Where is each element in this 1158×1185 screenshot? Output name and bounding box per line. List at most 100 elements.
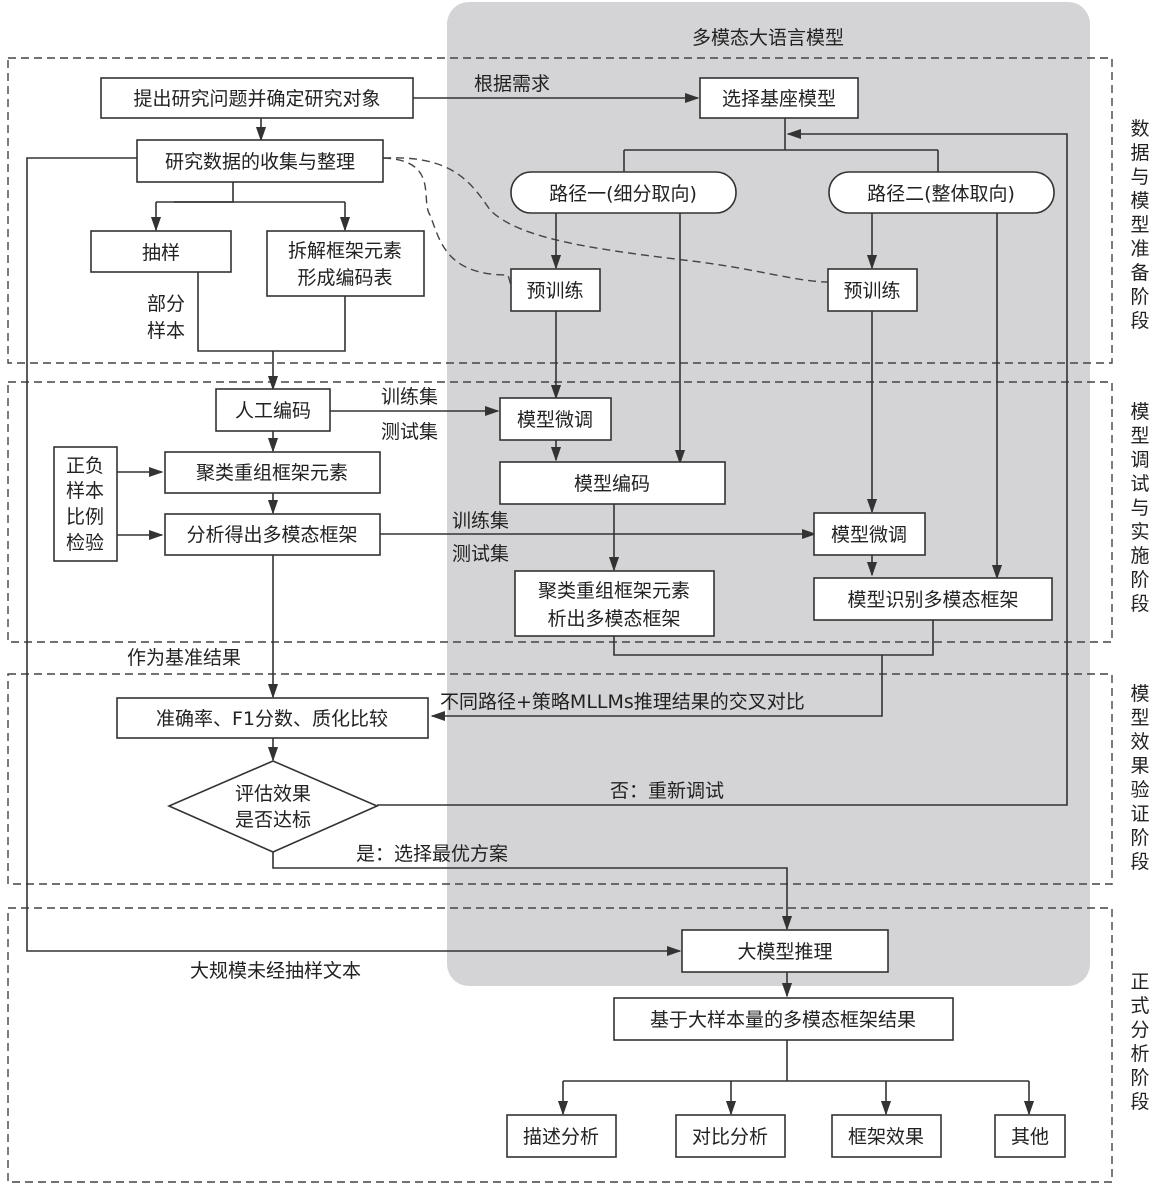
edge-decision-yes-to-inference	[272, 852, 793, 931]
node-model-cluster: 聚类重组框架元素 析出多模态框架	[514, 570, 715, 637]
stage-label-char: 模	[1130, 401, 1149, 423]
stage-label-char: 数	[1130, 118, 1149, 140]
node-pn-check: 正负 样本 比例 检验	[53, 446, 118, 562]
edge-collect-split	[174, 182, 234, 203]
node-propose: 提出研究问题并确定研究对象	[100, 77, 414, 119]
svg-text:研究数据的收集与整理: 研究数据的收集与整理	[165, 151, 355, 173]
svg-text:描述分析: 描述分析	[523, 1126, 599, 1148]
svg-text:分析得出多模态框架: 分析得出多模态框架	[186, 524, 357, 546]
edge-label-no-retune: 否：重新调试	[610, 780, 724, 802]
edge-cross-compare-to-metrics	[430, 655, 883, 722]
edge-label-partial-sample-2: 样本	[147, 320, 185, 342]
node-select-base: 选择基座模型	[699, 77, 859, 119]
stage-label-char: 施	[1130, 545, 1149, 567]
stage-label-char: 效	[1130, 731, 1149, 753]
node-inference: 大模型推理	[681, 929, 889, 973]
edge-label-by-demand: 根据需求	[474, 73, 550, 95]
mllm-region	[447, 2, 1090, 986]
stage-label-char: 型	[1130, 425, 1149, 447]
node-path2: 路径二(整体取向)	[828, 171, 1055, 214]
stage-label-char: 准	[1130, 238, 1149, 260]
edge-label-large-unsampled: 大规模未经抽样文本	[190, 960, 361, 982]
edge-label-as-baseline: 作为基准结果	[127, 647, 241, 669]
svg-text:路径二(整体取向): 路径二(整体取向)	[867, 183, 1015, 205]
svg-text:评估效果: 评估效果	[235, 783, 311, 805]
node-metrics: 准确率、F1分数、质化比较	[116, 697, 429, 739]
stage-label-char: 段	[1130, 593, 1149, 615]
edge-retune-loop	[377, 128, 1068, 806]
edge-label-test-set-2: 测试集	[452, 543, 509, 565]
stage-label-char: 实	[1130, 521, 1149, 543]
svg-text:是否达标: 是否达标	[235, 809, 311, 831]
node-model-code: 模型编码	[499, 461, 726, 505]
edge-collect-to-pretrain1-dashed	[382, 157, 513, 290]
svg-text:对比分析: 对比分析	[692, 1126, 768, 1148]
stage-label-char: 备	[1130, 262, 1149, 284]
svg-text:预训练: 预训练	[526, 280, 583, 302]
stage-label-char: 模	[1130, 190, 1149, 212]
edge-label-cross-compare: 不同路径+策略MLLMs推理结果的交叉对比	[440, 691, 805, 713]
edge-label-train-set-2: 训练集	[452, 510, 509, 532]
node-out-descriptive: 描述分析	[506, 1114, 617, 1158]
svg-text:检验: 检验	[66, 532, 104, 554]
stage-label-char: 型	[1130, 214, 1149, 236]
node-manual-code: 人工编码	[215, 388, 331, 432]
stage-label-char: 验	[1130, 779, 1149, 801]
stage-label-char: 试	[1130, 473, 1149, 495]
svg-text:预训练: 预训练	[843, 280, 900, 302]
svg-text:聚类重组框架元素: 聚类重组框架元素	[196, 462, 348, 484]
node-decompose: 拆解框架元素 形成编码表	[266, 230, 425, 297]
node-out-effect: 框架效果	[831, 1114, 942, 1158]
stage-label-char: 段	[1130, 851, 1149, 873]
stage-label-char: 段	[1130, 1091, 1149, 1113]
stage-frame-data-model-prep	[7, 57, 1113, 364]
svg-text:人工编码: 人工编码	[235, 400, 311, 422]
svg-text:模型微调: 模型微调	[831, 524, 907, 546]
stage-label-char: 段	[1130, 310, 1149, 332]
svg-text:基于大样本量的多模态框架结果: 基于大样本量的多模态框架结果	[650, 1009, 916, 1031]
node-decision: 评估效果 是否达标	[167, 760, 379, 853]
svg-text:比例: 比例	[66, 506, 104, 528]
node-pretrain2: 预训练	[827, 268, 918, 312]
edge-label-test-set-1: 测试集	[381, 421, 438, 443]
node-path1: 路径一(细分取向)	[510, 171, 737, 214]
svg-text:模型编码: 模型编码	[574, 473, 650, 495]
stage-label-char: 与	[1130, 497, 1149, 519]
stage-frame-model-tuning	[7, 381, 1113, 643]
stage-label-char: 分	[1130, 1019, 1149, 1041]
node-collect: 研究数据的收集与整理	[136, 139, 384, 183]
svg-text:拆解框架元素: 拆解框架元素	[288, 240, 402, 262]
node-out-comparative: 对比分析	[675, 1114, 786, 1158]
edge-model-outputs-merge	[613, 614, 934, 656]
stage-label-char: 阶	[1130, 569, 1149, 591]
svg-text:抽样: 抽样	[142, 242, 180, 264]
stage-label-char: 证	[1130, 803, 1149, 825]
svg-text:模型微调: 模型微调	[517, 409, 593, 431]
node-sample: 抽样	[90, 230, 232, 273]
stage-label-char: 模	[1130, 683, 1149, 705]
edge-sample-merge	[197, 272, 346, 352]
node-cluster: 聚类重组框架元素	[164, 451, 381, 494]
stage-label-char: 阶	[1130, 286, 1149, 308]
node-finetune2: 模型微调	[813, 512, 926, 556]
edge-collect-to-pretrain2-dashed	[382, 157, 829, 283]
svg-text:选择基座模型: 选择基座模型	[722, 88, 836, 110]
svg-text:准确率、F1分数、质化比较: 准确率、F1分数、质化比较	[156, 708, 388, 730]
svg-text:路径一(细分取向): 路径一(细分取向)	[549, 183, 697, 205]
stage-label-char: 正	[1130, 971, 1149, 993]
stage-frame-model-validation	[7, 673, 1113, 885]
svg-text:正负: 正负	[66, 455, 104, 477]
svg-text:模型识别多模态框架: 模型识别多模态框架	[847, 589, 1018, 611]
svg-text:其他: 其他	[1011, 1126, 1049, 1148]
stage-label-char: 据	[1130, 142, 1149, 164]
svg-text:框架效果: 框架效果	[848, 1126, 924, 1148]
mllm-region-title: 多模态大语言模型	[692, 27, 844, 49]
stage-label-char: 与	[1130, 166, 1149, 188]
stage-label-char: 型	[1130, 707, 1149, 729]
edge-label-partial-sample-1: 部分	[147, 293, 185, 315]
